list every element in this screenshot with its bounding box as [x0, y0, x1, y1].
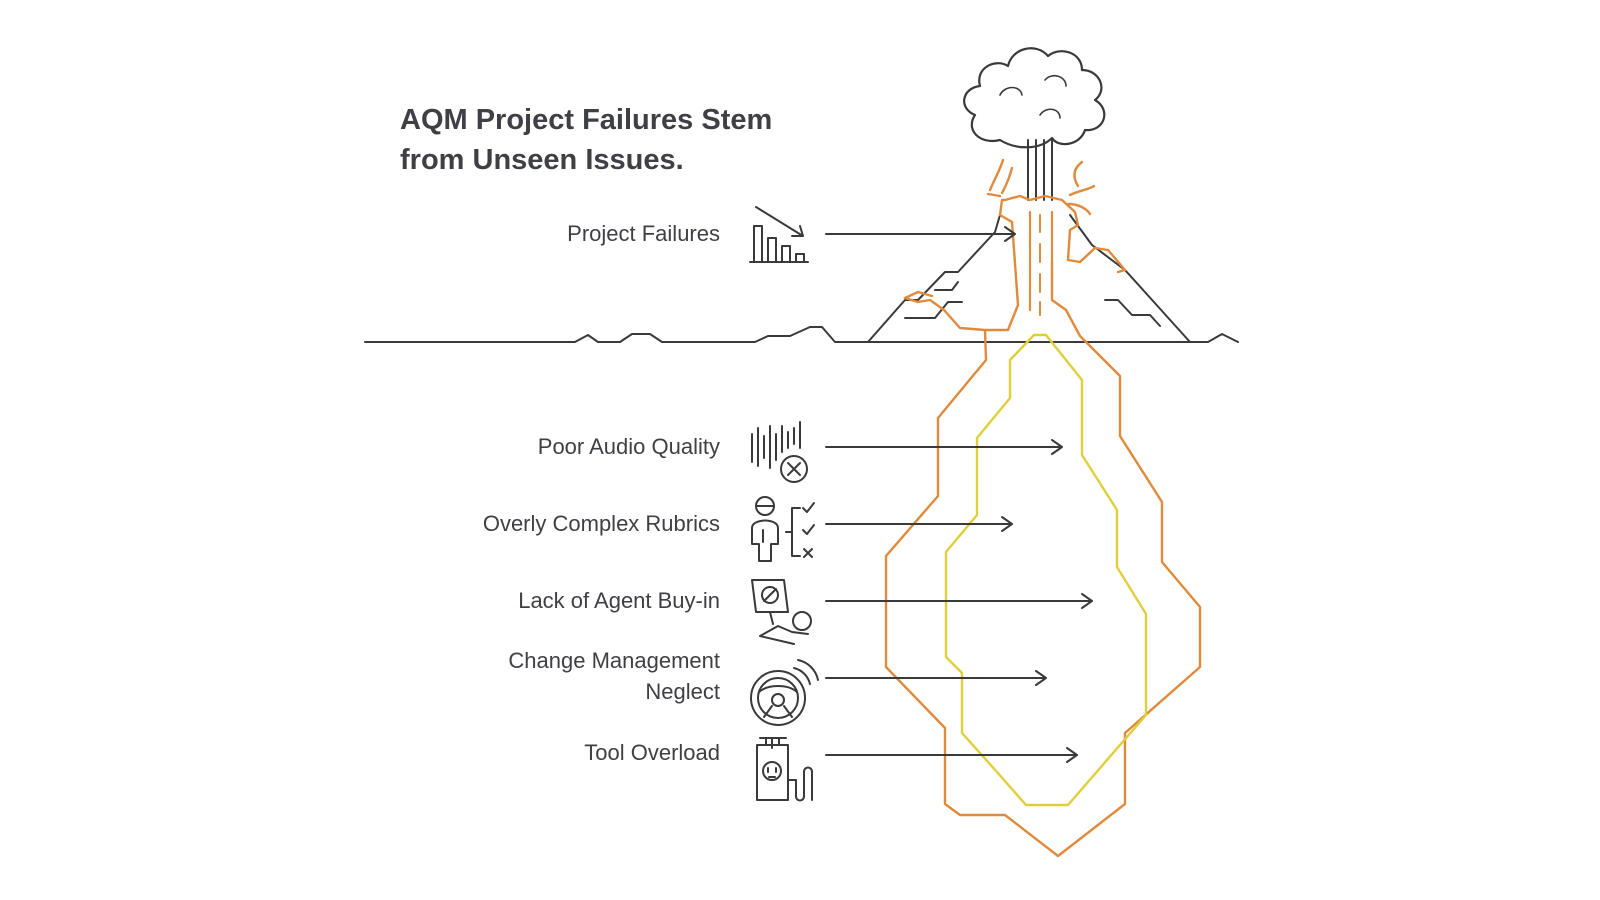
- lava-outer-conduit: [884, 194, 1202, 858]
- mountain-ridge-right: [1104, 299, 1161, 327]
- label-poor-audio-quality: Poor Audio Quality: [537, 434, 720, 459]
- arrow-change-management-neglect: [825, 670, 1047, 686]
- label-lack-of-agent-buy-in: Lack of Agent Buy-in: [518, 588, 720, 613]
- ground-line: [364, 326, 1239, 343]
- smoke-cloud-icon: [963, 47, 1106, 149]
- unplugged-tool-icon: [756, 737, 813, 802]
- agent-prohibited-sign-icon: [751, 579, 812, 645]
- lava-splash-left: [986, 158, 1014, 198]
- label-neglect: Neglect: [645, 679, 720, 704]
- steering-wheel-icon: [750, 659, 819, 726]
- arrows: [825, 226, 1093, 763]
- arrow-overly-complex-rubrics: [825, 516, 1013, 532]
- arrow-lack-of-agent-buy-in: [825, 593, 1093, 609]
- label-tool-overload: Tool Overload: [584, 740, 720, 765]
- mountain-ridge-left: [904, 281, 963, 319]
- audio-wave-error-icon: [751, 421, 808, 483]
- label-change-management: Change Management: [508, 648, 720, 673]
- label-project-failures: Project Failures: [567, 221, 720, 246]
- lava-splash-right: [1066, 160, 1096, 216]
- diagram-title: AQM Project Failures Stem from Unseen Is…: [400, 100, 840, 180]
- smoke-column: [1027, 139, 1053, 201]
- arrow-tool-overload: [825, 747, 1078, 763]
- smoke-cloud-inner: [999, 74, 1067, 119]
- arrow-poor-audio-quality: [825, 439, 1063, 455]
- label-overly-complex-rubrics: Overly Complex Rubrics: [482, 511, 720, 536]
- lava-inner-chamber: [944, 333, 1148, 807]
- title-line-1: AQM Project Failures Stem: [400, 104, 773, 136]
- person-checklist-icon: [751, 496, 815, 562]
- lava-vent-walls: [1028, 210, 1054, 312]
- title-line-2: from Unseen Issues.: [400, 144, 684, 176]
- arrow-project-failures: [825, 226, 1016, 242]
- declining-bar-chart-icon: [749, 206, 809, 263]
